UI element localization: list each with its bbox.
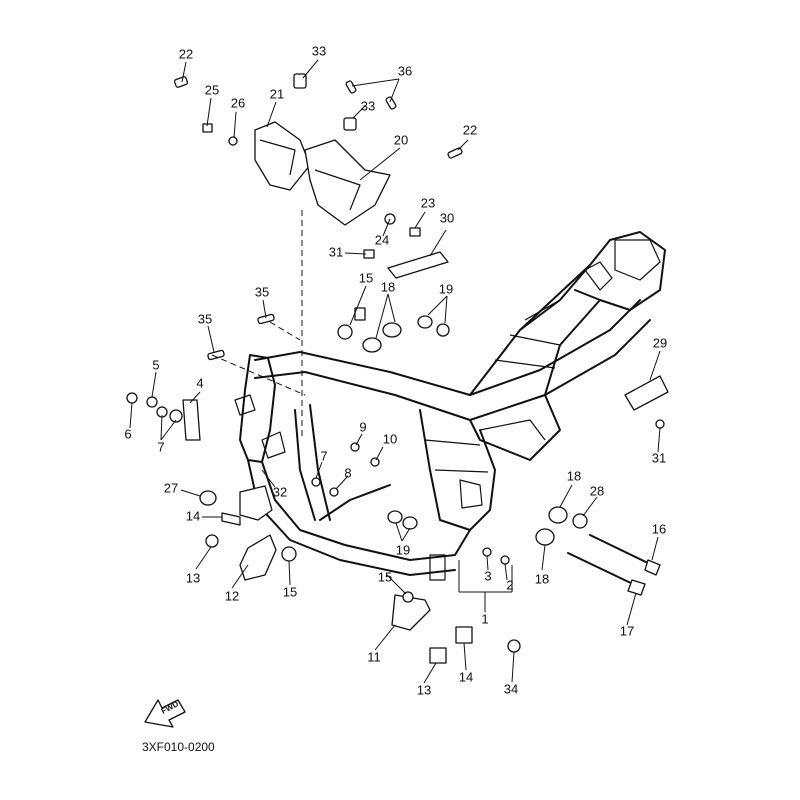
callout-32: 32 [273,484,287,499]
callout-2: 2 [506,577,513,592]
callout-15: 15 [359,270,373,285]
headlight-stay-bracket-21 [254,121,311,191]
callout-19: 19 [396,542,410,557]
callout-14: 14 [186,508,200,523]
callout-3: 3 [484,568,491,583]
callout-16: 16 [652,521,666,536]
left-hardware [126,392,297,581]
callout-20: 20 [394,132,408,147]
callout-30: 30 [440,210,454,225]
callout-6: 6 [124,426,131,441]
leader-lines [129,59,661,684]
callout-18: 18 [567,468,581,483]
callout-19: 19 [439,281,453,296]
callout-27: 27 [164,480,178,495]
front-cover-20 [304,139,391,226]
callout-31: 31 [652,450,666,465]
callout-26: 26 [231,95,245,110]
callout-12: 12 [225,588,239,603]
callout-23: 23 [421,195,435,210]
fwd-arrow-icon: FWD [144,699,186,728]
callout-22: 22 [179,46,193,61]
callout-28: 28 [590,483,604,498]
callout-10: 10 [383,431,397,446]
callout-13: 13 [417,682,431,697]
callout-29: 29 [653,335,667,350]
callout-8: 8 [344,465,351,480]
callout-7: 7 [157,439,164,454]
callout-4: 4 [196,375,203,390]
callout-22: 22 [463,122,477,137]
callout-35: 35 [255,284,269,299]
callout-34: 34 [504,681,518,696]
callout-1: 1 [481,611,488,626]
callout-21: 21 [270,86,284,101]
rubber-mounts-upper [207,307,450,361]
center-hardware [311,442,521,664]
callout-15: 15 [378,569,392,584]
reference-lines [211,210,306,440]
callout-11: 11 [367,649,381,664]
callout-9: 9 [359,419,366,434]
callout-13: 13 [186,570,200,585]
callout-18: 18 [535,571,549,586]
callout-36: 36 [398,63,412,78]
callout-25: 25 [205,82,219,97]
callout-17: 17 [620,623,634,638]
catalog-code: 3XF010-0200 [142,740,215,754]
main-frame [234,231,666,581]
callout-33: 33 [361,98,375,113]
callout-labels: 22 33 36 25 21 26 33 20 22 23 30 24 31 1… [124,43,667,697]
callout-15: 15 [283,584,297,599]
callout-31: 31 [329,244,343,259]
callout-14: 14 [459,669,473,684]
right-hardware [535,375,669,596]
callout-7: 7 [320,448,327,463]
callout-35: 35 [198,311,212,326]
callout-24: 24 [375,232,389,247]
callout-5: 5 [152,357,159,372]
callout-18: 18 [381,279,395,294]
callout-33: 33 [312,43,326,58]
